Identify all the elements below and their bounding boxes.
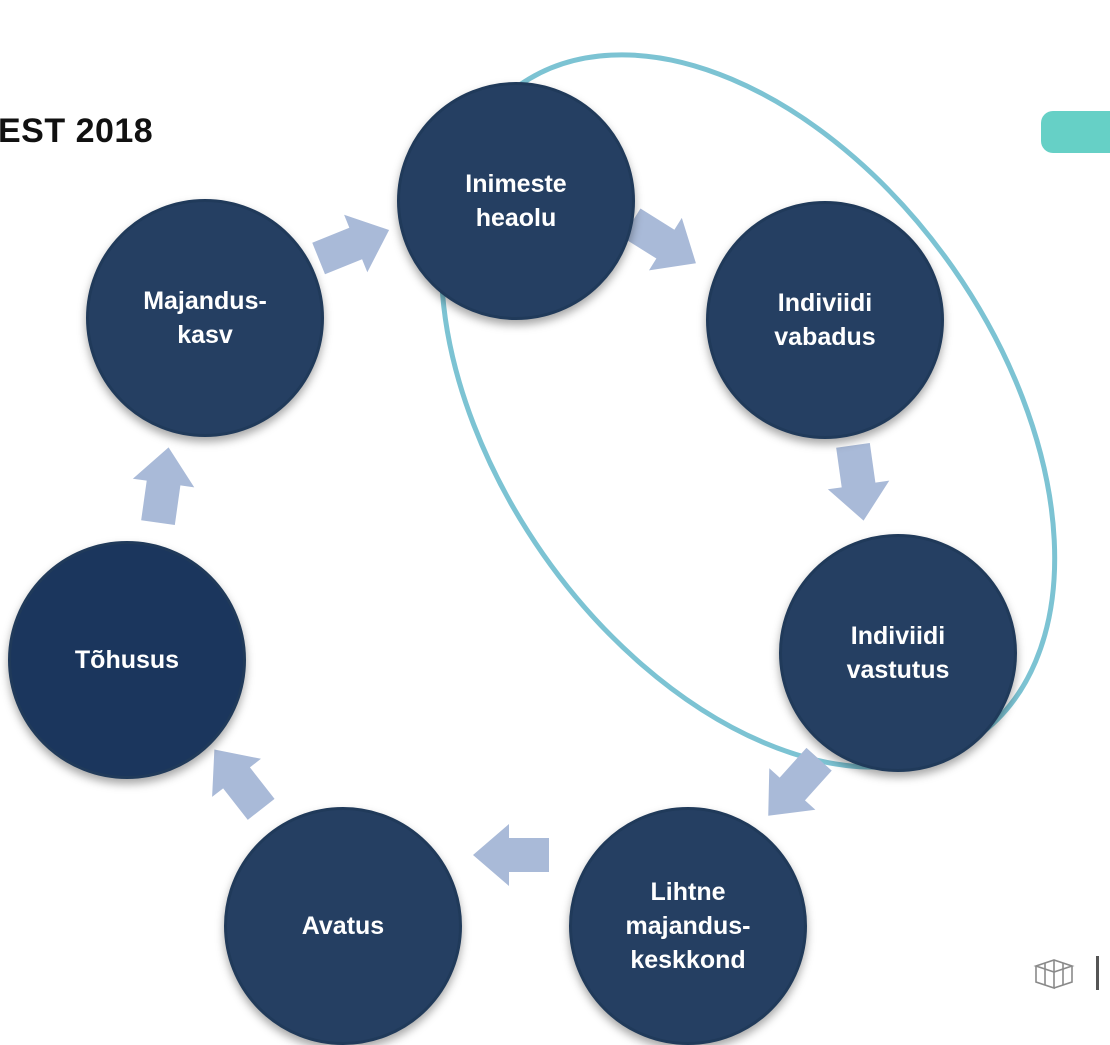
node-lihtne-majanduskeskkond: Lihtne majandus- keskkond xyxy=(569,807,807,1045)
node-label: Inimeste heaolu xyxy=(465,170,567,232)
right-arrow-icon xyxy=(822,441,895,525)
node-inimeste-heaolu: Inimeste heaolu xyxy=(397,82,635,320)
right-arrow-icon xyxy=(127,443,200,527)
node-label: Avatus xyxy=(301,912,385,940)
node-label: Tõhusus xyxy=(74,646,180,674)
node-label: Majandus- kasv xyxy=(143,287,267,349)
node-majanduskasv: Majandus- kasv xyxy=(86,199,324,437)
node-label: Indiviidi vastutus xyxy=(846,622,950,684)
node-tohusus: Tõhusus xyxy=(8,541,246,779)
node-label: Indiviidi vabadus xyxy=(774,289,876,351)
page-title: EST 2018 xyxy=(0,112,154,150)
right-arrow-icon xyxy=(473,824,549,886)
right-arrow-icon xyxy=(307,201,401,288)
cube-logo-icon xyxy=(1033,956,1099,990)
node-avatus: Avatus xyxy=(224,807,462,1045)
node-indiviidi-vabadus: Indiviidi vabadus xyxy=(706,201,944,439)
accent-tab xyxy=(1041,111,1110,153)
node-indiviidi-vastutus: Indiviidi vastutus xyxy=(779,534,1017,772)
node-label: Lihtne majandus- keskkond xyxy=(625,878,751,974)
